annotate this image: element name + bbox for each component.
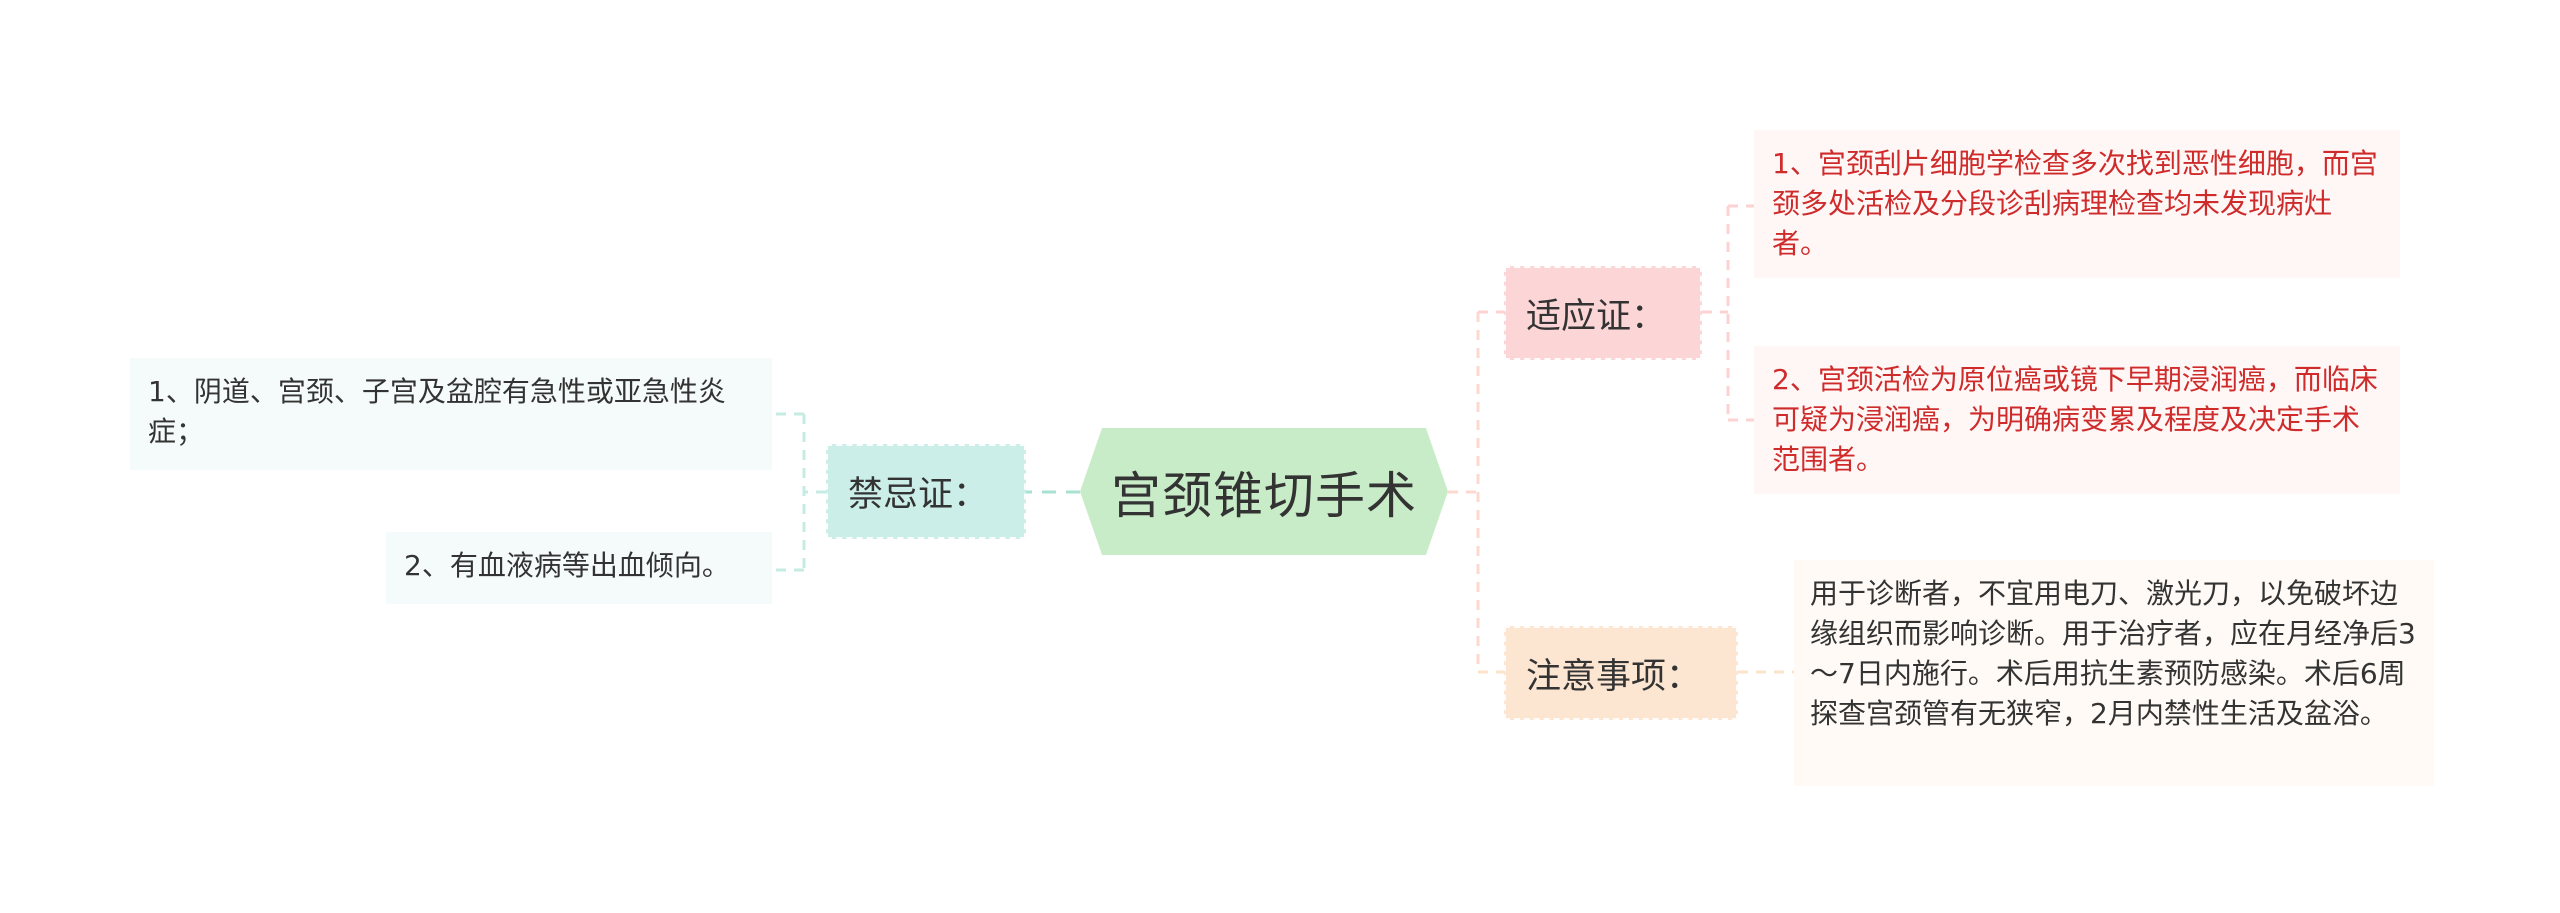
branch-notes[interactable]: 注意事项： xyxy=(1504,626,1738,720)
leaf-contraindication-1[interactable]: 1、阴道、宫颈、子宫及盆腔有急性或亚急性炎症； xyxy=(130,358,772,470)
branch-indications-label: 适应证： xyxy=(1526,296,1667,337)
connector-center-right xyxy=(1448,312,1480,672)
leaf-indication-2[interactable]: 2、宫颈活检为原位癌或镜下早期浸润癌，而临床可疑为浸润癌，为明确病变累及程度及决… xyxy=(1754,346,2400,494)
leaf-contraindication-2[interactable]: 2、有血液病等出血倾向。 xyxy=(386,532,772,604)
branch-contraindications[interactable]: 禁忌证： xyxy=(826,444,1026,539)
central-topic-label: 宫颈锥切手术 xyxy=(1111,466,1417,525)
leaf-note-1[interactable]: 用于诊断者，不宜用电刀、激光刀，以免破坏边缘组织而影响诊断。用于治疗者，应在月经… xyxy=(1794,560,2434,786)
leaf-contraindication-1-text: 1、阴道、宫颈、子宫及盆腔有急性或亚急性炎症； xyxy=(148,375,726,448)
branch-indications[interactable]: 适应证： xyxy=(1504,266,1702,360)
leaf-note-1-text: 用于诊断者，不宜用电刀、激光刀，以免破坏边缘组织而影响诊断。用于治疗者，应在月经… xyxy=(1810,577,2416,730)
leaf-indication-1-text: 1、宫颈刮片细胞学检查多次找到恶性细胞，而宫颈多处活检及分段诊刮病理检查均未发现… xyxy=(1772,147,2378,260)
connector-ind-leaves xyxy=(1702,204,1754,422)
leaf-indication-1[interactable]: 1、宫颈刮片细胞学检查多次找到恶性细胞，而宫颈多处活检及分段诊刮病理检查均未发现… xyxy=(1754,130,2400,278)
central-topic[interactable]: 宫颈锥切手术 xyxy=(1080,428,1448,555)
connector-contra-leaves xyxy=(772,412,826,572)
leaf-indication-2-text: 2、宫颈活检为原位癌或镜下早期浸润癌，而临床可疑为浸润癌，为明确病变累及程度及决… xyxy=(1772,363,2378,476)
branch-notes-label: 注意事项： xyxy=(1526,656,1702,697)
leaf-contraindication-2-text: 2、有血液病等出血倾向。 xyxy=(404,549,730,582)
branch-contraindications-label: 禁忌证： xyxy=(848,475,989,515)
